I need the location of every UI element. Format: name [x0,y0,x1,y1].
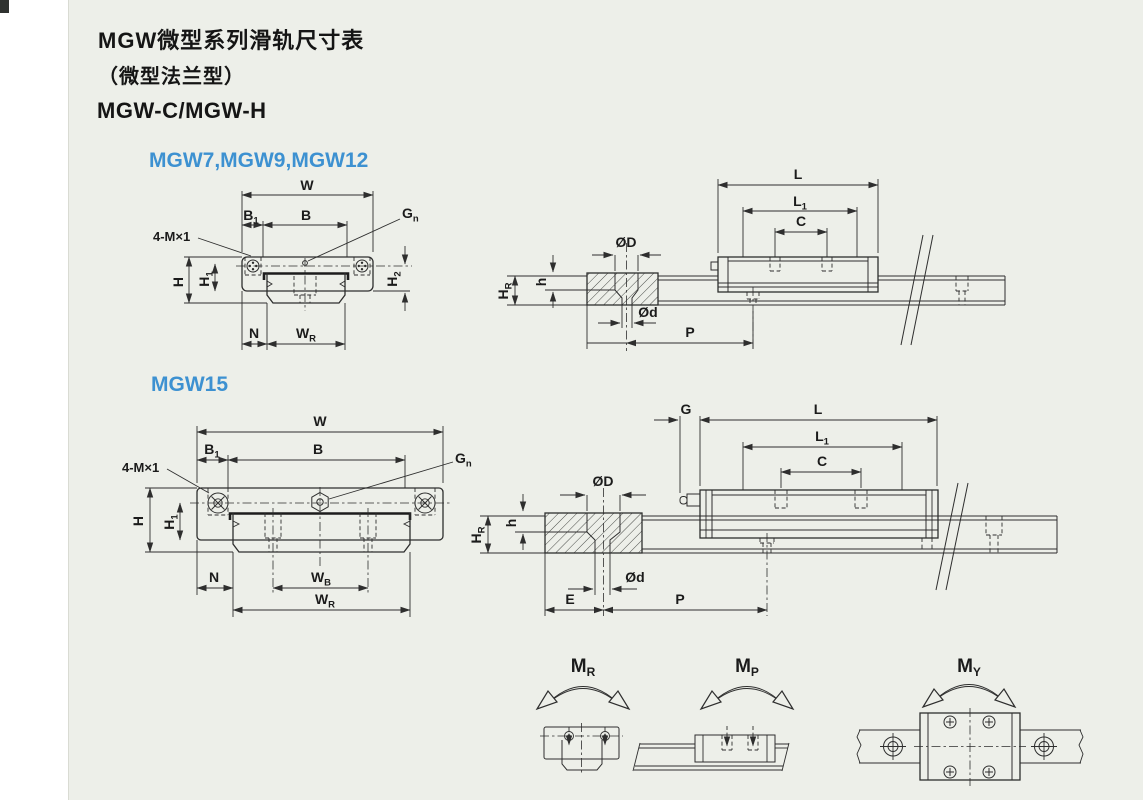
cross-section-mgw15: W B1 B Gn 4-M×1 H H1 N WB WR [122,413,472,617]
mount-bolt-right [414,488,436,516]
dimensions [507,179,879,349]
rail-side-view [642,482,1058,591]
mini-cross-section [540,723,623,774]
carriage-bolt-holes [943,715,996,779]
thread-hole-1 [774,490,788,509]
model-designation: MGW-C/MGW-H [97,98,267,123]
dim-label-h-assembly: H [130,516,146,526]
gn-leader-line [307,218,401,262]
carriage-side-view [679,489,939,616]
dim-label-c: C [796,213,806,229]
page-background [68,0,1143,800]
dim-label-h2: H2 [384,271,404,286]
dim-label-od-big: ØD [593,473,614,489]
dimensions [480,416,938,616]
mini-top-view [856,708,1084,786]
break-line [945,482,969,591]
moment-my: MY [856,656,1084,786]
dim-label-gn: Gn [402,205,419,225]
dim-label-wb: WB [311,569,331,589]
grease-nipple [710,261,719,271]
dim-label-wr: WR [296,325,316,345]
break-line [900,234,924,346]
bolt-leader-line [166,468,210,494]
dim-label-l1: L1 [793,193,808,213]
dim-label-h-small: h [533,278,549,287]
dim-label-gn: Gn [455,450,472,470]
carriage-side-view [710,256,879,349]
dim-label-b1: B1 [243,207,259,227]
moment-diagrams: MR MP [535,656,1084,786]
thread-hole-2 [821,257,833,272]
break-line [935,482,959,591]
bolt-leader-line [197,237,252,257]
grease-nipple [686,493,701,507]
rail-mount-hole-hidden [759,533,775,616]
grease-nipple-tip [679,496,688,505]
hole-under-endcap [921,538,933,550]
rail-hole-hidden [985,516,1003,553]
yaw-arrow [921,684,1017,709]
page-title: MGW微型系列滑轨尺寸表 [98,28,365,53]
rail-cross-section [232,508,411,595]
series-label-mgw7-9-12: MGW7,MGW9,MGW12 [149,149,369,172]
carriage-cross-section [241,256,374,292]
thread-hole-1 [769,257,781,272]
side-view-mgw7-9-12: L L1 C ØD HR h Ød P [495,166,1006,351]
dim-label-n: N [209,569,219,585]
dim-label-b: B [301,207,311,223]
rail-hole-hidden [955,276,969,305]
dim-label-wr: WR [315,591,335,611]
dim-label-od-small: Ød [638,304,657,320]
dim-label-h1: H1 [196,271,216,287]
dim-label-g: G [681,401,692,417]
side-view-mgw15: G L L1 C ØD HR h Ød E P [468,401,1058,616]
rail-side-view [658,234,1006,346]
rail-cross-section [266,258,346,311]
moment-mr: MR [535,656,631,774]
dim-label-od-big: ØD [616,234,637,250]
dim-label-hr: HR [468,526,488,543]
dim-label-c: C [817,453,827,469]
dim-label-l: L [814,401,823,417]
page-subtitle: （微型法兰型） [98,66,245,88]
cross-section-mgw7-9-12: W B1 B Gn 4-M×1 H H1 H2 N WR [153,177,419,350]
scan-corner-mark [0,0,9,13]
dim-label-h1: H1 [161,514,181,530]
dim-label-b1: B1 [204,441,220,461]
dim-label-w: W [313,413,327,429]
moment-label-mr: MR [571,656,596,679]
dim-label-b: B [313,441,323,457]
dim-label-4mx1: 4-M×1 [122,460,159,475]
gn-leader-line [328,461,454,500]
series-label-mgw15: MGW15 [151,373,229,396]
dim-label-l: L [794,166,803,182]
pitch-arrow [699,686,795,711]
break-line [910,234,934,346]
moment-mp: MP [632,656,795,772]
dim-label-n: N [249,325,259,341]
mini-side-view [632,726,790,772]
dimensions [145,426,444,617]
dim-label-e: E [565,591,574,607]
dim-label-l1: L1 [815,428,830,448]
dim-label-w: W [300,177,314,193]
dim-label-h-assembly: H [170,277,186,287]
mount-bolt-left [207,488,229,516]
moment-label-my: MY [957,656,981,679]
roll-arrow [535,686,631,711]
dim-label-p: P [675,591,684,607]
dim-label-4mx1: 4-M×1 [153,229,190,244]
rail-end-block [544,512,643,554]
dim-label-hr: HR [495,282,515,299]
dim-label-h-small: h [503,519,519,528]
thread-hole-2 [854,490,868,509]
rail-end-block [586,272,659,306]
dimensions [184,191,410,350]
moment-label-mp: MP [735,656,759,679]
dim-label-p: P [685,324,694,340]
dim-label-od-small: Ød [625,569,644,585]
